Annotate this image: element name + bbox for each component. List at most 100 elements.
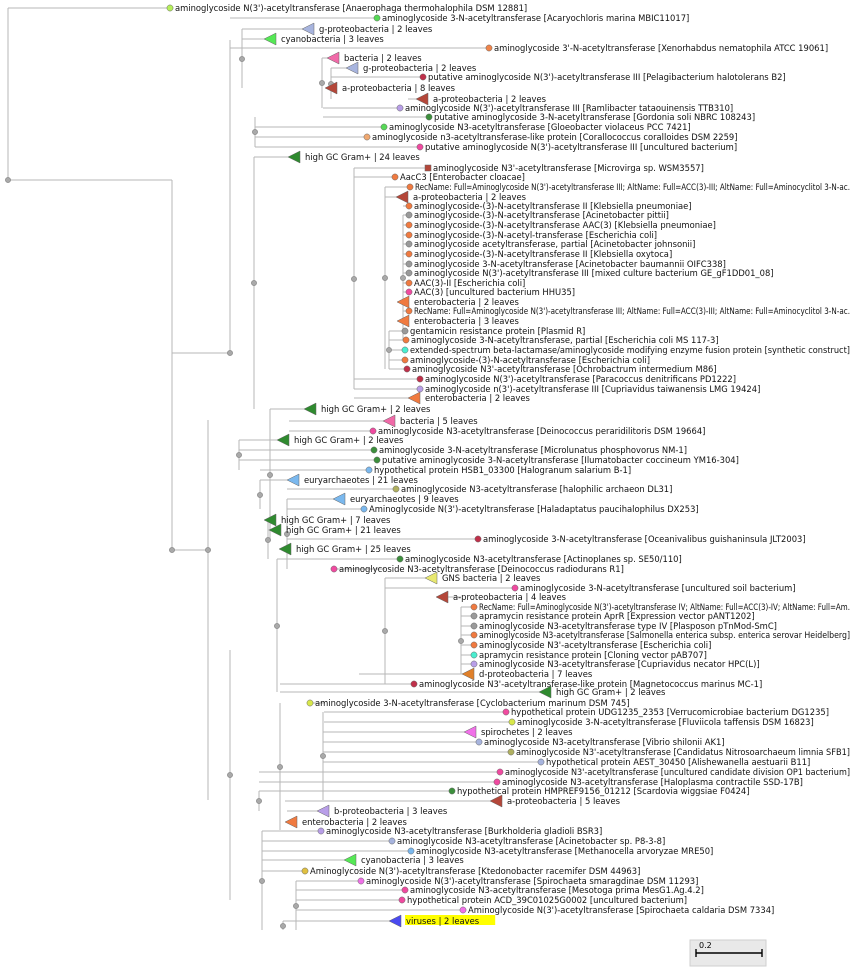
collapsed-clade[interactable]: a-proteobacteria | 2 leaves <box>395 190 526 204</box>
collapsed-clade[interactable]: bacteria | 5 leaves <box>382 414 478 428</box>
collapsed-clade[interactable]: high GC Gram+ | 25 leaves <box>278 542 411 556</box>
collapsed-clade[interactable]: enterobacteria | 2 leaves <box>407 391 530 405</box>
collapsed-clade[interactable]: spirochetes | 2 leaves <box>463 725 572 739</box>
leaf[interactable]: aminoglycoside 3-N-acetyltransferase [Fl… <box>508 717 814 727</box>
leaf-dot-icon <box>496 768 504 776</box>
leaf[interactable]: aminoglycoside N3-acetyltransferase [Aci… <box>388 836 665 846</box>
leaf[interactable]: Aminoglycoside N(3')-acetyltransferase [… <box>301 866 640 876</box>
leaf[interactable]: aminoglycoside-(3)-N-acetyltransferase [… <box>405 210 669 220</box>
collapsed-clade[interactable]: g-proteobacteria | 2 leaves <box>301 22 432 36</box>
leaf[interactable]: aminoglycoside N3-acetyltransferase [Act… <box>396 554 682 564</box>
leaf[interactable]: aminoglycoside N3-acetyltransferase [Hal… <box>493 777 803 787</box>
leaf[interactable]: aminoglycoside N(3')-acetyltransferase [… <box>166 3 527 13</box>
leaf[interactable]: aminoglycoside N3'-acetyltransferase [Mi… <box>424 163 704 173</box>
leaf[interactable]: RecName: Full=Aminoglycoside N(3')-acety… <box>406 182 850 192</box>
leaf[interactable]: aminoglycoside N3-acetyltransferase [Cup… <box>470 659 760 669</box>
leaf[interactable]: aminoglycoside-(3)-N-acetyltransferase I… <box>405 249 672 259</box>
leaf[interactable]: putative aminoglycoside 3-N-acetyltransf… <box>373 455 739 465</box>
leaf[interactable]: aminoglycoside N(3')-acetyltransferase [… <box>357 876 698 886</box>
leaf[interactable]: RecName: Full=Aminoglycoside N(3')-acety… <box>405 306 850 316</box>
collapsed-clade[interactable]: high GC Gram+ | 24 leaves <box>287 150 420 164</box>
clade-triangle-icon <box>284 815 298 829</box>
collapsed-clade[interactable]: enterobacteria | 3 leaves <box>396 314 519 328</box>
leaf[interactable]: aminoglycoside N3-acetyltransferase [Dei… <box>330 564 624 574</box>
leaf[interactable]: AacC3 [Enterobacter cloacae] <box>391 172 525 182</box>
leaf[interactable]: hypothetical protein HSB1_03300 [Halogra… <box>365 465 631 475</box>
leaf-label: aminoglycoside N3'-acetyltransferase-lik… <box>419 679 762 689</box>
leaf[interactable]: hypothetical protein ACD_39C01025G0002 [… <box>398 895 687 905</box>
leaf[interactable]: hypothetical protein AEST_30450 [Alishew… <box>537 757 810 767</box>
leaf[interactable]: hypothetical protein UDG1235_2353 [Verru… <box>502 707 829 717</box>
leaf[interactable]: aminoglycoside 3-N-acetyltransferase [Ac… <box>405 259 726 269</box>
leaf[interactable]: aminoglycoside 3-N-acetyltransferase, pa… <box>402 335 719 345</box>
leaf[interactable]: aminoglycoside N3-acetyltransferase [Glo… <box>380 122 691 132</box>
collapsed-clade[interactable]: bacteria | 2 leaves <box>326 51 422 65</box>
leaf[interactable]: gentamicin resistance protein [Plasmid R… <box>401 326 585 336</box>
leaf[interactable]: apramycin resistance protein [Cloning ve… <box>470 650 707 660</box>
leaf[interactable]: aminoglycoside N3'-acetyltransferase [Es… <box>470 640 712 650</box>
collapsed-clade[interactable]: high GC Gram+ | 2 leaves <box>538 685 665 699</box>
collapsed-clade[interactable]: cyanobacteria | 3 leaves <box>343 853 464 867</box>
collapsed-clade[interactable]: high GC Gram+ | 7 leaves <box>263 513 390 527</box>
leaf[interactable]: aminoglycoside-(3)-N-acetyltransferase [… <box>401 355 650 365</box>
leaf[interactable]: putative aminoglycoside N(3')-acetyltran… <box>419 72 786 82</box>
leaf[interactable]: aminoglycoside-(3)-N-acetyl-transferase … <box>405 230 657 240</box>
leaf[interactable]: aminoglycoside N(3')-acetyltransferase I… <box>396 103 733 113</box>
leaf[interactable]: aminoglycoside N3-acetyltransferase [Mes… <box>401 885 704 895</box>
leaf[interactable]: aminoglycoside 3-N-acetyltransferase [Oc… <box>474 534 806 544</box>
leaf-dot-icon <box>470 660 478 668</box>
leaf[interactable]: aminoglycoside N3-acetyltransferase [Met… <box>407 846 713 856</box>
leaf[interactable]: extended-spectrum beta-lactamase/aminogl… <box>401 345 850 355</box>
leaf[interactable]: hypothetical protein HMPREF9156_01212 [S… <box>448 786 750 796</box>
collapsed-clade[interactable]: a-proteobacteria | 5 leaves <box>489 794 620 808</box>
collapsed-clade[interactable]: euryarchaeotes | 9 leaves <box>332 492 459 506</box>
leaf[interactable]: aminoglycoside n3-acetyltransferase-like… <box>363 132 738 142</box>
leaf[interactable]: putative aminoglycoside 3-N-acetyltransf… <box>425 112 755 122</box>
leaf[interactable]: AAC(3) [uncultured bacterium HHU35] <box>405 287 575 297</box>
leaf[interactable]: aminoglycoside-(3)-N-acetyltransferase I… <box>405 201 692 211</box>
leaf[interactable]: RecName: Full=Aminoglycoside N(3')-acety… <box>470 602 850 612</box>
leaf[interactable]: aminoglycoside N3'-acetyltransferase [un… <box>496 767 850 777</box>
clade-triangle-icon <box>415 92 429 106</box>
leaf[interactable]: aminoglycoside N3'-acetyltransferase [Ca… <box>507 747 850 757</box>
collapsed-clade[interactable]: enterobacteria | 2 leaves <box>396 295 519 309</box>
leaf[interactable]: aminoglycoside N3-acetyltransferase [Vib… <box>475 737 725 747</box>
leaf[interactable]: aminoglycoside 3-N-acetyltransferase [Ac… <box>373 13 689 23</box>
leaf[interactable]: aminoglycoside-(3)-N-acetyltransferase A… <box>405 220 716 230</box>
collapsed-clade[interactable]: euryarchaeotes | 21 leaves <box>286 473 418 487</box>
leaf[interactable]: aminoglycoside N(3')-acetyltransferase I… <box>405 268 774 278</box>
leaf[interactable]: aminoglycoside N3'-acetyltransferase [Oc… <box>403 364 717 374</box>
leaf[interactable]: Aminoglycoside N(3')-acetyltransferase [… <box>459 905 774 915</box>
collapsed-clade[interactable]: a-proteobacteria | 4 leaves <box>435 590 566 604</box>
collapsed-clade[interactable]: enterobacteria | 2 leaves <box>284 815 407 829</box>
internal-node <box>265 537 271 543</box>
collapsed-clade[interactable]: high GC Gram+ | 21 leaves <box>268 523 401 537</box>
collapsed-clade[interactable]: a-proteobacteria | 8 leaves <box>324 81 455 95</box>
leaf[interactable]: AAC(3)-II [Escherichia coli] <box>405 278 525 288</box>
collapsed-clade[interactable]: high GC Gram+ | 2 leaves <box>276 433 403 447</box>
leaf[interactable]: aminoglycoside N(3')-acetyltransferase [… <box>416 374 736 384</box>
leaf[interactable]: aminoglycoside N3-acetyltransferase [Bur… <box>317 826 602 836</box>
leaf[interactable]: aminoglycoside N3-acetyltransferase type… <box>470 621 777 631</box>
leaf[interactable]: aminoglycoside 3-N-acetyltransferase [Cy… <box>306 698 630 708</box>
leaf[interactable]: aminoglycoside acetyltransferase, partia… <box>405 239 695 249</box>
collapsed-clade[interactable]: cyanobacteria | 3 leaves <box>263 32 384 46</box>
leaf[interactable]: aminoglycoside N3-acetyltransferase [Dei… <box>369 426 706 436</box>
internal-node <box>227 350 233 356</box>
leaf[interactable]: aminoglycoside 3'-N-acetyltransferase [X… <box>485 43 828 53</box>
collapsed-clade[interactable]: viruses | 2 leaves <box>388 914 496 928</box>
leaf[interactable]: aminoglycoside 3-N-acetyltransferase [Mi… <box>370 445 687 455</box>
leaf[interactable]: aminoglycoside N3-acetyltransferase [hal… <box>392 484 673 494</box>
leaf[interactable]: apramycin resistance protein AprR [Expre… <box>470 611 755 621</box>
collapsed-clade[interactable]: d-proteobacteria | 7 leaves <box>461 667 592 681</box>
collapsed-clade[interactable]: high GC Gram+ | 2 leaves <box>303 402 430 416</box>
collapsed-clade[interactable]: g-proteobacteria | 2 leaves <box>345 61 476 75</box>
leaf[interactable]: aminoglycoside 3-N-acetyltransferase [un… <box>511 583 796 593</box>
collapsed-clade[interactable]: GNS bacteria | 2 leaves <box>424 571 540 585</box>
leaf[interactable]: aminoglycoside N3'-acetyltransferase-lik… <box>410 679 762 689</box>
collapsed-clade[interactable]: a-proteobacteria | 2 leaves <box>415 92 546 106</box>
collapsed-clade[interactable]: b-proteobacteria | 3 leaves <box>316 804 447 818</box>
leaf[interactable]: putative aminoglycoside N(3')-acetyltran… <box>416 142 737 152</box>
leaf[interactable]: aminoglycoside N3-acetyltransferase [Sal… <box>470 630 850 640</box>
leaf[interactable]: Aminoglycoside N(3')-acetyltransferase [… <box>360 504 699 514</box>
